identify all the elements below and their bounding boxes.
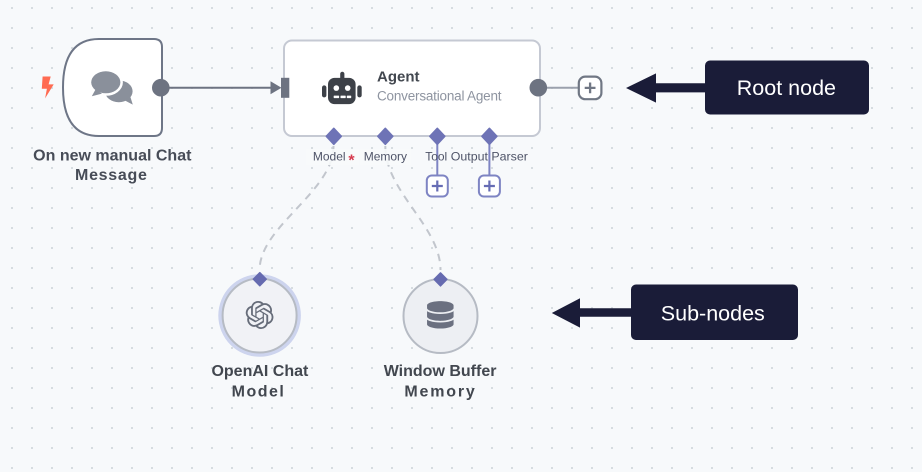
svg-text:Conversational Agent: Conversational Agent	[377, 88, 502, 103]
svg-text:Memory: Memory	[404, 384, 476, 401]
svg-text:Model: Model	[313, 150, 346, 164]
svg-text:Agent: Agent	[377, 69, 420, 86]
svg-text:Window Buffer: Window Buffer	[384, 363, 497, 380]
svg-text:On new manual Chat: On new manual Chat	[33, 148, 192, 165]
svg-text:Sub-nodes: Sub-nodes	[661, 301, 765, 325]
svg-text:*: *	[348, 153, 355, 170]
svg-text:Output Parser: Output Parser	[451, 150, 528, 164]
svg-text:Root node: Root node	[737, 76, 836, 100]
svg-text:Message: Message	[75, 167, 148, 184]
svg-text:Tool: Tool	[425, 150, 447, 164]
svg-text:OpenAI Chat: OpenAI Chat	[211, 363, 309, 380]
svg-text:Memory: Memory	[364, 150, 407, 164]
svg-text:Model: Model	[232, 384, 286, 401]
